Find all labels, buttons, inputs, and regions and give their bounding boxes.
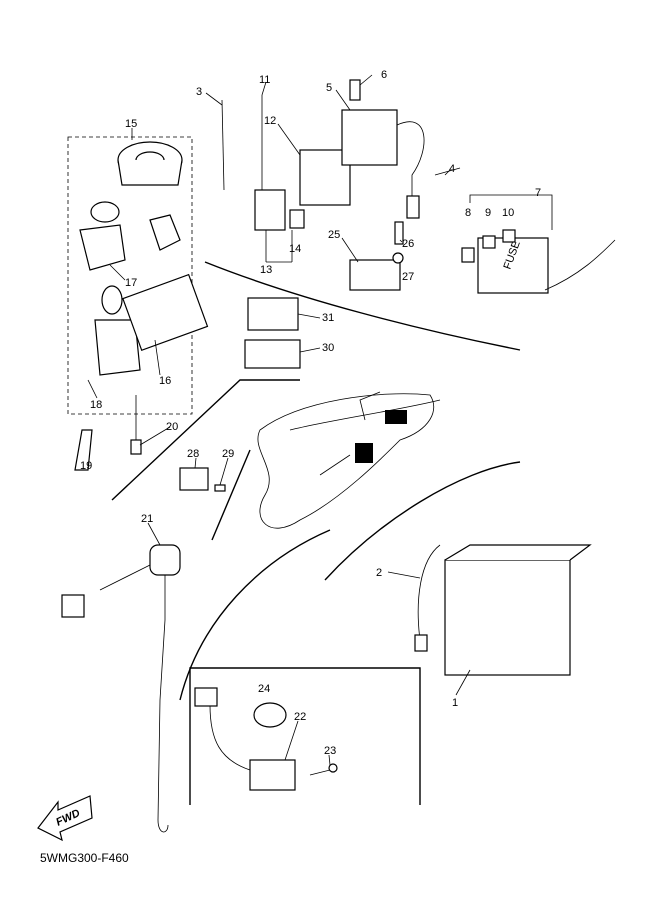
coupler-13 [254,189,286,231]
callout-12: 12 [264,115,276,127]
coupler-30 [244,339,301,369]
coupler-21 [61,594,85,618]
starter-relay [341,109,398,166]
cover-14 [289,209,305,229]
clip-4 [434,167,461,176]
battery [444,559,571,676]
coupler-31 [247,297,299,331]
callout-numbers: 1 2 3 4 5 6 7 8 9 10 11 12 13 14 15 16 1… [80,69,541,757]
callout-6: 6 [381,69,387,81]
ecu [122,273,209,352]
callout-28: 28 [187,448,199,460]
forward-arrow-icon: FWD [37,795,93,842]
sensor-28 [179,467,209,491]
drawing-code: 5WMG300-F460 [40,851,129,865]
lower-group-box [189,667,421,805]
fuse-8 [461,247,475,263]
callout-20: 20 [166,421,178,433]
callout-13: 13 [260,264,272,276]
battery-lead [417,544,441,641]
starter-relay-22 [249,759,296,791]
callout-2: 2 [376,567,382,579]
callout-4: 4 [449,163,455,175]
callout-19: 19 [80,460,92,472]
callout-16: 16 [159,375,171,387]
bolt-6 [349,79,361,101]
callout-27: 27 [402,271,414,283]
callout-25: 25 [328,229,340,241]
band-24 [253,702,287,728]
callout-8: 8 [465,207,471,219]
band-3 [221,99,225,191]
callout-11: 11 [259,74,270,86]
callout-10: 10 [502,207,514,219]
callout-9: 9 [485,207,491,219]
callout-15: 15 [125,118,137,130]
relay-25 [349,259,401,291]
callout-30: 30 [322,342,334,354]
battery-boundary-line [324,461,521,581]
parts: FUSE FWD [37,79,616,842]
bolt-26 [394,221,404,245]
callout-14: 14 [289,243,301,255]
callout-31: 31 [322,312,334,324]
frame-fuse-mark [385,410,407,424]
sensor-boundary-line [211,449,251,541]
callout-7: 7 [535,187,541,199]
callout-29: 29 [222,448,234,460]
frame-sketch [257,391,441,529]
callout-24: 24 [258,683,270,695]
callout-21: 21 [141,513,153,525]
main-switch [94,319,141,376]
fuse-10 [502,229,516,243]
washer-27 [392,252,404,264]
callout-23: 23 [324,745,336,757]
callout-22: 22 [294,711,306,723]
key-set-group-box [67,136,193,415]
left-boundary-line [111,379,300,501]
bolt-20 [130,439,142,455]
key [74,429,93,471]
screw-29 [214,484,226,492]
frame-relay-mark [355,443,373,463]
callout-18: 18 [90,399,102,411]
callout-26: 26 [402,238,414,250]
bolt-23 [309,769,331,776]
callout-17: 17 [125,277,137,289]
lower-boundary-curve [179,529,331,701]
fuse-9 [482,235,496,249]
lead-21 [149,544,181,576]
callout-3: 3 [196,86,202,98]
upper-boundary-line [204,261,521,351]
group-boundaries [67,136,521,805]
seat-lock [79,224,126,271]
callout-5: 5 [326,82,332,94]
leader-lines [87,74,471,766]
callout-1: 1 [452,697,458,709]
